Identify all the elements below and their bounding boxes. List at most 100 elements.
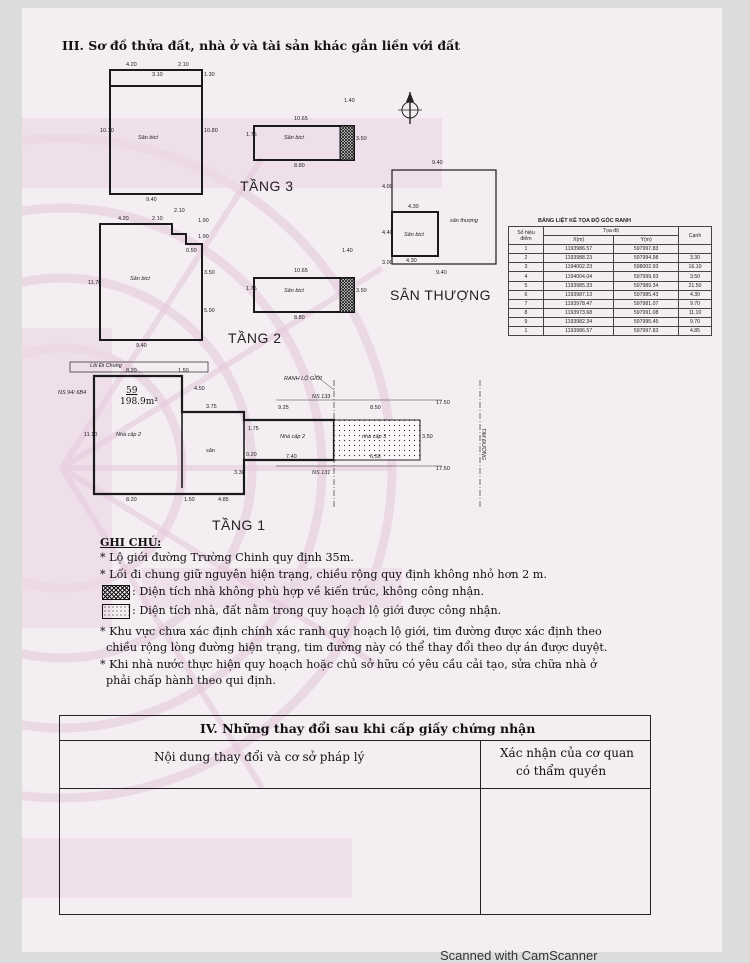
dim-label: 10.65 <box>294 268 308 274</box>
tang3-annex-label: Sân bict <box>284 135 304 141</box>
coord-header-point: Số hiệu điểm <box>508 225 544 246</box>
dim-label: 1.90 <box>198 234 209 240</box>
tang2-annex-outline <box>253 277 355 313</box>
dim-label: 8.80 <box>294 315 305 321</box>
dim-label: 6.50 <box>370 454 381 460</box>
dim-label: 3.50 <box>204 270 215 276</box>
coord-cell-c: 4.85 <box>678 326 712 337</box>
dim-label: 1.50 <box>184 497 195 503</box>
coord-cell-c <box>678 244 712 255</box>
coord-cell-p: 9 <box>508 316 544 328</box>
dim-label: 4.85 <box>218 497 229 503</box>
coord-cell-y: 597991.08 <box>613 307 679 318</box>
tang2-main-label: Sân bict <box>130 276 150 282</box>
coord-cell-c: 11.10 <box>678 307 712 318</box>
dim-label: 4.30 <box>406 258 417 264</box>
coord-cell-x: 1193973.68 <box>542 307 615 318</box>
section-3-title: III. Sơ đồ thửa đất, nhà ở và tài sản kh… <box>62 38 460 53</box>
coord-cell-y: 598002.93 <box>613 262 679 273</box>
dim-label: 1.50 <box>178 368 189 374</box>
dim-label: 4.30 <box>408 204 419 210</box>
coord-cell-c: 3.50 <box>678 271 712 282</box>
dim-label: 9.40 <box>436 270 447 276</box>
house-a-label: Nhà cấp 2 <box>116 432 142 438</box>
dim-label: 1.30 <box>204 72 215 78</box>
ns-left-label: NS 94/ 6B4 <box>58 390 87 396</box>
dim-label: 5.90 <box>204 308 215 314</box>
coord-cell-x: 1193986.57 <box>542 244 615 255</box>
house-b-label: Nhà cấp 2 <box>280 434 306 440</box>
note-item: * Lộ giới đường Trường Chinh quy định 35… <box>100 551 354 564</box>
boundary-label: RANH LỘ GIỚI <box>284 376 322 382</box>
ns-bottom-label: NS 131 <box>312 470 331 476</box>
coord-cell-p: 6 <box>508 289 544 300</box>
dim-label: 8.80 <box>294 163 305 169</box>
coord-cell-x: 1194002.23 <box>542 262 615 273</box>
section-4-title: IV. Những thay đổi sau khi cấp giấy chứn… <box>200 721 536 736</box>
tang2-main-outline <box>99 223 203 341</box>
dim-label: 10.10 <box>100 128 114 134</box>
san-thuong-title: SÂN THƯỢNG <box>390 287 492 303</box>
note-item: : Diện tích nhà, đất nằm trong quy hoạch… <box>132 604 502 617</box>
dim-label: 10.65 <box>294 116 308 122</box>
coord-cell-p: 5 <box>508 280 544 291</box>
coord-cell-c: 9.70 <box>678 316 712 328</box>
coord-cell-x: 1193982.34 <box>542 316 615 328</box>
dim-label: 3.50 <box>356 136 367 142</box>
section-4-header: IV. Những thay đổi sau khi cấp giấy chứn… <box>60 716 650 741</box>
note-item: chiều rộng lòng đường hiện trạng, tim đư… <box>106 641 608 654</box>
coord-cell-x: 1193985.33 <box>542 280 615 291</box>
coord-header-y: Y(m) <box>613 235 679 246</box>
yard-label: sân <box>206 448 215 454</box>
tang2-annex-label: Sân bict <box>284 288 304 294</box>
coord-header-x: X(m) <box>542 235 615 246</box>
dim-label: 9.40 <box>432 160 443 166</box>
dim-label: 3.50 <box>422 434 433 440</box>
dim-label: 7.40 <box>286 454 297 460</box>
coord-cell-y: 597999.93 <box>613 271 679 282</box>
tang2-hatched-area <box>339 277 355 313</box>
dim-label: 17.50 <box>436 400 450 406</box>
san-thuong-inner-label: Sân bict <box>404 232 424 238</box>
coord-cell-c: 4.30 <box>678 289 712 300</box>
coord-cell-x: 1193987.13 <box>542 289 615 300</box>
coord-header-edge: Cạnh <box>678 225 712 246</box>
dim-label: 1.40 <box>342 248 353 254</box>
coord-cell-p: 4 <box>508 271 544 282</box>
note-item: * Lối đi chung giữ nguyên hiện trạng, ch… <box>100 568 547 581</box>
ns-top-label: NS 133 <box>312 394 331 400</box>
planned-road-area <box>333 419 421 461</box>
coord-table-title: BẢNG LIỆT KÊ TỌA ĐỘ GÓC RANH <box>538 218 631 224</box>
dim-label: 10.80 <box>204 128 218 134</box>
coord-cell-y: 597997.83 <box>613 244 679 255</box>
common-lane <box>69 361 209 373</box>
lot-area: 198.9m² <box>120 397 158 407</box>
coord-header-coord: Tọa độ <box>543 225 679 237</box>
coord-cell-p: 8 <box>508 307 544 318</box>
section-4-col2-header-line2: có thẩm quyền <box>516 764 607 778</box>
lot-number: 59 <box>126 386 138 396</box>
dim-label: 4.20 <box>118 216 129 222</box>
hatch-legend-swatch <box>102 585 130 600</box>
tang3-title: TẦNG 3 <box>240 178 294 194</box>
dim-label: 1.90 <box>198 218 209 224</box>
dim-label: 1.75 <box>246 132 257 138</box>
tang3-main-label: Sân bict <box>138 135 158 141</box>
dim-label: 9.40 <box>136 343 147 349</box>
section-4-box: IV. Những thay đổi sau khi cấp giấy chứn… <box>59 715 651 915</box>
section-4-col2-header-line1: Xác nhận của cơ quan <box>500 746 634 760</box>
dim-label: 1.40 <box>344 98 355 104</box>
coord-cell-y: 597989.34 <box>613 280 679 291</box>
dim-label: 3.30 <box>234 470 245 476</box>
san-thuong-outer-label: sân thượng <box>450 218 478 224</box>
dim-label: 1.75 <box>248 426 259 432</box>
dim-label: 4.40 <box>382 230 393 236</box>
coord-cell-x: 1193986.57 <box>542 326 615 337</box>
note-item: phải chấp hành theo qui định. <box>106 674 276 687</box>
